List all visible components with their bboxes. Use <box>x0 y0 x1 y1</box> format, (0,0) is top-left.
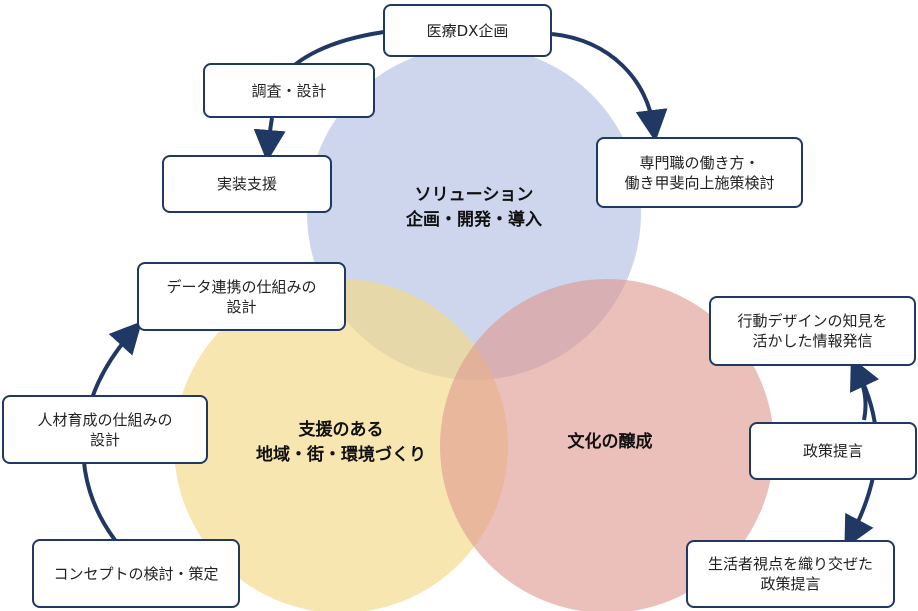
hr-dev-line2: 設計 <box>89 430 120 449</box>
solution-label-line2: 企画・開発・導入 <box>406 210 542 230</box>
policy-proposal-text: 政策提言 <box>802 442 863 460</box>
support-circle <box>174 279 508 611</box>
policy-proposal-box: 政策提言 <box>749 422 917 480</box>
solution-label-line1: ソリューション <box>414 185 534 205</box>
implementation-support-box: 実装支援 <box>162 155 332 213</box>
data-link-box: データ連携の仕組みの 設計 <box>137 262 346 331</box>
concept-text: コンセプトの検討・策定 <box>53 564 219 583</box>
data-link-line2: 設計 <box>226 297 257 316</box>
culture-circle <box>440 279 774 611</box>
professional-work-line1: 専門職の働き方・ <box>639 153 760 172</box>
data-link-line1: データ連携の仕組みの <box>166 277 317 296</box>
professional-work-line2: 働き甲斐向上施策検討 <box>624 173 775 192</box>
behavior-design-box: 行動デザインの知見を 活かした情報発信 <box>709 296 916 366</box>
medical-dx-text: 医療DX企画 <box>426 21 509 40</box>
citizen-view-line1: 生活者視点を織り交ぜた <box>707 555 873 573</box>
concept-box: コンセプトの検討・策定 <box>32 539 240 608</box>
implementation-support-text: 実装支援 <box>216 175 277 193</box>
professional-work-box: 専門職の働き方・ 働き甲斐向上施策検討 <box>596 137 803 208</box>
solution-label: ソリューション 企画・開発・導入 <box>384 183 564 233</box>
support-label-line2: 地域・街・環境づくり <box>256 445 426 465</box>
citizen-view-line2: 政策提言 <box>760 575 821 593</box>
culture-label: 文化の醸成 <box>530 430 690 455</box>
citizen-view-box: 生活者視点を織り交ぜた 政策提言 <box>686 540 895 608</box>
hr-dev-box: 人材育成の仕組みの 設計 <box>2 395 208 464</box>
arrow-dx-to-professional <box>551 32 668 142</box>
behavior-design-line2: 活かした情報発信 <box>752 332 873 350</box>
culture-label-line1: 文化の醸成 <box>567 432 653 452</box>
behavior-design-line1: 行動デザインの知見を <box>737 312 888 330</box>
medical-dx-box: 医療DX企画 <box>383 4 552 57</box>
arrow-research-to-implementation <box>253 117 286 162</box>
arrow-policy-loop-up <box>850 357 879 421</box>
support-label: 支援のある 地域・街・環境づくり <box>236 418 446 468</box>
support-label-line1: 支援のある <box>298 420 384 440</box>
research-design-text: 調査・設計 <box>251 81 327 100</box>
hr-dev-line1: 人材育成の仕組みの <box>37 410 173 429</box>
research-design-box: 調査・設計 <box>203 63 375 118</box>
